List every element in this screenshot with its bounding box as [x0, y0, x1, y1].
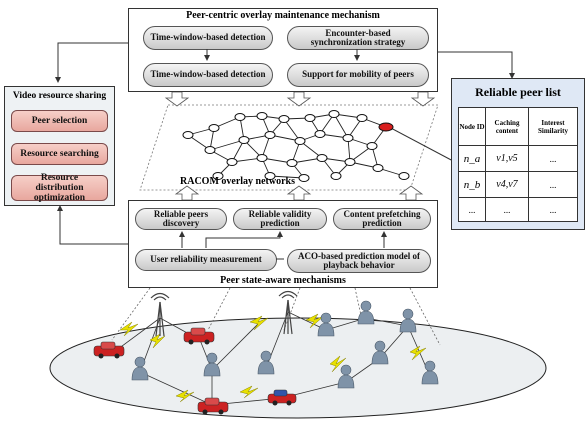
header-node-id: Node ID — [458, 107, 486, 146]
cell-interest-similarity: ... — [528, 171, 578, 198]
block-arrows-top — [164, 91, 436, 107]
table-row: n_a v1,v5 ... — [458, 145, 578, 172]
encounter-sync-pill: Encounter-based synchronization strategy — [287, 26, 429, 50]
overlay-maintenance-title: Peer-centric overlay maintenance mechani… — [186, 10, 380, 21]
content-prefetching-pill: Content prefetching prediction — [333, 208, 431, 230]
cell-caching-content: v1,v5 — [485, 145, 529, 172]
resource-searching-box: Resource searching — [11, 143, 108, 165]
block-arrows-bottom — [174, 185, 424, 201]
table-row: ... ... ... — [458, 197, 578, 222]
video-sharing-title: Video resource sharing — [12, 91, 107, 101]
video-sharing-panel: Video resource sharing Peer selection Re… — [4, 86, 115, 206]
reliable-validity-pill: Reliable validity prediction — [233, 208, 327, 230]
overlay-network-label: RACOM overlay networks — [180, 176, 295, 187]
reliable-peer-list-title: Reliable peer list — [475, 85, 561, 99]
header-interest-similarity: Interest Similarity — [528, 107, 578, 146]
table-row: n_b v4,v7 ... — [458, 171, 578, 198]
peer-selection-box: Peer selection — [11, 110, 108, 132]
projection-lines — [111, 287, 441, 346]
time-window-detection-pill-2: Time-window-based detection — [143, 63, 273, 87]
cell-caching-content: ... — [485, 197, 529, 222]
user-reliability-pill: User reliability measurement — [135, 249, 277, 271]
cell-node-id: ... — [458, 197, 486, 222]
aco-prediction-pill: ACO-based prediction model of playback b… — [287, 249, 431, 273]
cell-caching-content: v4,v7 — [485, 171, 529, 198]
reliable-peer-node — [378, 122, 394, 132]
wireless-links — [119, 313, 427, 403]
reliable-peer-list-panel: Reliable peer list Node ID Caching conte… — [451, 78, 585, 230]
vehicles — [93, 327, 297, 415]
cell-interest-similarity: ... — [528, 145, 578, 172]
base-station-towers — [150, 290, 298, 337]
peer-mobility-pill: Support for mobility of peers — [287, 63, 429, 87]
cell-interest-similarity: ... — [528, 197, 578, 222]
cell-node-id: n_a — [458, 145, 486, 172]
resource-distribution-box: Resource distribution optimization — [11, 173, 108, 203]
overlay-maintenance-panel: Peer-centric overlay maintenance mechani… — [128, 8, 438, 92]
cell-node-id: n_b — [458, 171, 486, 198]
connectors — [55, 42, 515, 245]
physical-network-plane — [49, 317, 547, 419]
table-header-row: Node ID Caching content Interest Similar… — [458, 107, 578, 146]
mobile-peers — [131, 300, 439, 389]
peer-state-title: Peer state-aware mechanisms — [220, 275, 346, 286]
reliable-peers-discovery-pill: Reliable peers discovery — [135, 208, 227, 230]
overlay-nodes — [182, 110, 410, 182]
reliable-peer-table: Node ID Caching content Interest Similar… — [458, 107, 578, 222]
peer-state-panel: Reliable peers discovery Reliable validi… — [128, 200, 438, 288]
time-window-detection-pill: Time-window-based detection — [143, 26, 273, 50]
header-caching-content: Caching content — [485, 107, 529, 146]
